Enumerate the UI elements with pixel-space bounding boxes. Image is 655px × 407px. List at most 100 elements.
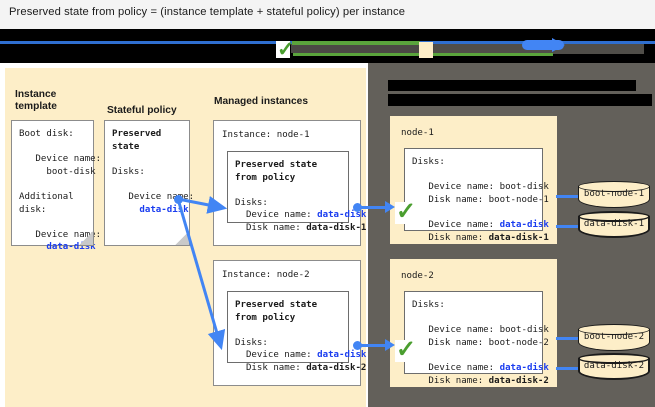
rt-data-disk-value-1: data-disk-1: [488, 232, 549, 243]
ps-device-value-1: data-disk: [317, 210, 367, 221]
additional-disk-label-2: disk:: [19, 204, 47, 215]
rt-data-device-label-1: Device name:: [412, 219, 500, 230]
connector-arrow-instance-1: [385, 201, 395, 213]
green-check-icon: ✓: [396, 336, 417, 363]
connector-line-instance-2: [361, 344, 389, 347]
cylinder-top: [578, 353, 650, 364]
cylinder-body: [578, 186, 650, 208]
rt-data-device-value-1: data-disk: [499, 219, 549, 230]
preserved-state-box-2: Preserved state from policy Disks: Devic…: [227, 291, 366, 373]
collapsed-legend-strip: ✓: [0, 29, 655, 63]
stateful-policy-heading: Stateful policy: [107, 105, 177, 116]
rt-data-device-label-2: Device name:: [412, 362, 500, 373]
dogear-fold-icon: [79, 231, 94, 246]
managed-instance-card-1: Instance: node-1 Preserved state from po…: [213, 120, 366, 246]
ps-diskname-value-2: data-disk-2: [306, 362, 367, 373]
stateful-policy-card-text: Preserved state Disks: Device name: data…: [112, 128, 194, 216]
page-title: Preserved state from policy = (instance …: [9, 6, 406, 18]
connector-data-disk-2: [556, 367, 578, 370]
connector-line-instance-1: [361, 206, 389, 209]
instance-template-card: Boot disk: Device name: boot-disk Additi…: [11, 120, 101, 252]
connector-arrow-instance-2: [385, 339, 395, 351]
preserved-state-label: Preserved: [112, 129, 162, 139]
rt-data-disk-label-2: Disk name:: [412, 375, 489, 386]
boot-disk-label: Boot disk:: [19, 129, 74, 139]
rt-disks-label-2: Disks:: [412, 300, 445, 310]
runtime-node-card-1: node-1 Disks: Device name: boot-disk Dis…: [390, 116, 557, 244]
disk-cylinder-boot-node-2: boot-node-2: [578, 324, 650, 354]
ps-device-label-1: Device name:: [235, 210, 318, 221]
rt-boot-device-1: Device name: boot-disk: [412, 182, 549, 193]
disk-cylinder-boot-node-1: boot-node-1: [578, 181, 650, 211]
status-check-node-2: ✓: [395, 336, 417, 363]
disk-cylinder-label: data-disk-1: [583, 219, 645, 229]
disk-cylinder-label: boot-node-2: [583, 332, 645, 342]
stateful-policy-card: Preserved state Disks: Device name: data…: [104, 120, 194, 246]
boot-device-name-label: Device name:: [19, 154, 102, 165]
managed-instance-title-1: Instance: node-1: [222, 130, 310, 140]
cylinder-top: [578, 211, 650, 222]
cylinder-body: [578, 329, 650, 351]
preserved-state-box-2-text: Preserved state from policy Disks: Devic…: [235, 299, 366, 375]
rt-boot-disk-1: Disk name: boot-node-1: [412, 194, 549, 205]
preserved-state-box-1-text: Preserved state from policy Disks: Devic…: [235, 159, 366, 235]
green-check-icon: ✓: [277, 38, 295, 61]
connector-dot-policy: [174, 195, 183, 204]
status-check-node-1: ✓: [395, 198, 417, 225]
redacted-heading-line-1: [388, 80, 636, 91]
connector-boot-node-1: [556, 195, 578, 198]
additional-disk-label: Additional: [19, 191, 74, 202]
runtime-disks-box-1-text: Disks: Device name: boot-disk Disk name:…: [412, 156, 549, 244]
ps-disks-label-2: Disks:: [235, 337, 268, 348]
managed-instance-title-2: Instance: node-2: [222, 270, 310, 280]
disk-cylinder-data-disk-1: data-disk-1: [578, 211, 650, 241]
rt-data-device-value-2: data-disk: [499, 362, 549, 373]
cylinder-top: [578, 181, 650, 192]
legend-check-backing: [276, 41, 290, 58]
managed-instances-heading-line1: Managed instances: [214, 96, 308, 108]
instance-template-heading: Instance template: [15, 89, 57, 113]
rt-data-disk-value-2: data-disk-2: [488, 375, 549, 386]
cylinder-body: [578, 358, 650, 380]
rt-disks-label-1: Disks:: [412, 157, 445, 167]
runtime-node-name-1: node-1: [401, 128, 434, 138]
redacted-heading-line-2: [388, 94, 652, 106]
legend-cream-swatch: [419, 42, 433, 58]
ps-disks-label-1: Disks:: [235, 197, 268, 208]
ps-diskname-label-1: Disk name:: [235, 222, 307, 233]
ps-diskname-value-1: data-disk-1: [306, 222, 367, 233]
ps-diskname-label-2: Disk name:: [235, 362, 307, 373]
dogear-fold-icon: [175, 231, 190, 246]
legend-lower-band: [0, 59, 655, 63]
green-check-icon: ✓: [396, 198, 417, 225]
ps-title-1a: Preserved state: [235, 160, 318, 170]
connector-dot-instance-2: [353, 341, 362, 350]
disk-cylinder-label: data-disk-2: [583, 361, 645, 371]
connector-dot-instance-1: [353, 203, 362, 212]
connector-data-disk-1: [556, 225, 578, 228]
runtime-node-name-2: node-2: [401, 271, 434, 281]
cylinder-top: [578, 324, 650, 335]
preserved-state-box-1: Preserved state from policy Disks: Devic…: [227, 151, 366, 233]
connector-boot-node-2: [556, 337, 578, 340]
rt-data-disk-label-1: Disk name:: [412, 232, 489, 243]
runtime-node-card-2: node-2 Disks: Device name: boot-disk Dis…: [390, 259, 557, 387]
boot-device-name-value: boot-disk: [19, 166, 96, 177]
ps-title-2a: Preserved state: [235, 300, 318, 310]
policy-disks-label: Disks:: [112, 166, 145, 177]
disk-cylinder-label: boot-node-1: [583, 189, 645, 199]
add-device-name-value: data-disk: [19, 242, 96, 253]
policy-device-name-value: data-disk: [112, 204, 189, 215]
rt-boot-disk-2: Disk name: boot-node-2: [412, 337, 549, 348]
ps-device-label-2: Device name:: [235, 350, 318, 361]
disk-cylinder-data-disk-2: data-disk-2: [578, 353, 650, 383]
cylinder-body: [578, 216, 650, 238]
preserved-state-label-2: state: [112, 141, 140, 152]
managed-instance-card-2: Instance: node-2 Preserved state from po…: [213, 260, 366, 386]
ps-device-value-2: data-disk: [317, 350, 367, 361]
blue-arrow-icon: [552, 38, 565, 52]
ps-title-1b: from policy: [235, 172, 296, 183]
rt-boot-device-2: Device name: boot-disk: [412, 325, 549, 336]
legend-green-rule-top: [292, 41, 420, 45]
